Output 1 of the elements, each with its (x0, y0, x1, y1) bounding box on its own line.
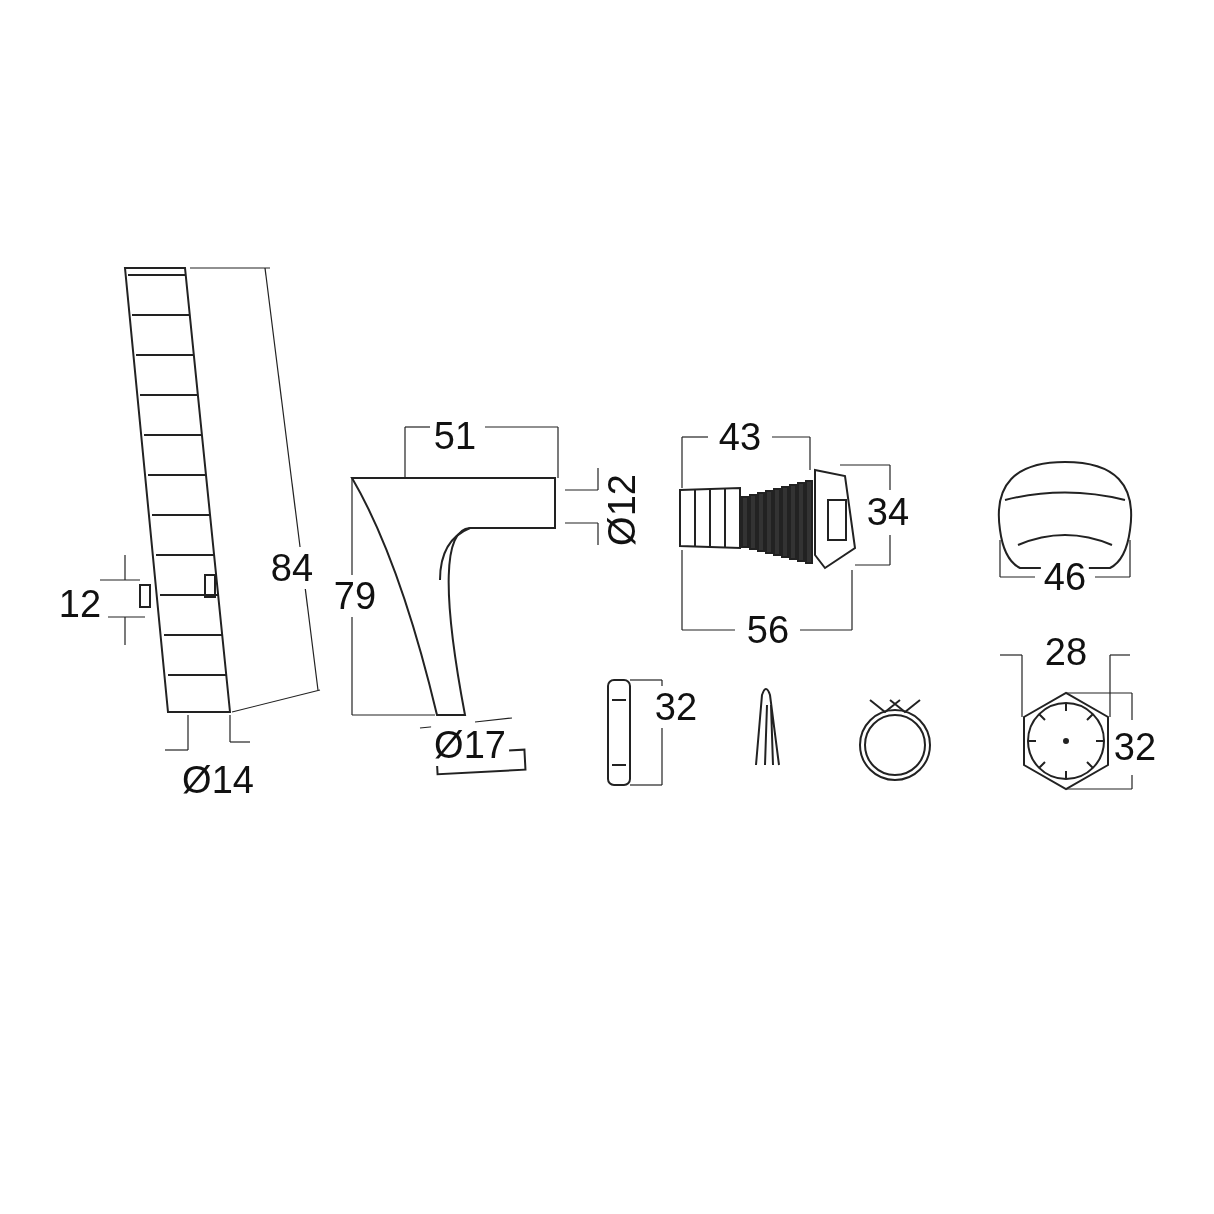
dimension-label: Ø17 (431, 724, 509, 766)
